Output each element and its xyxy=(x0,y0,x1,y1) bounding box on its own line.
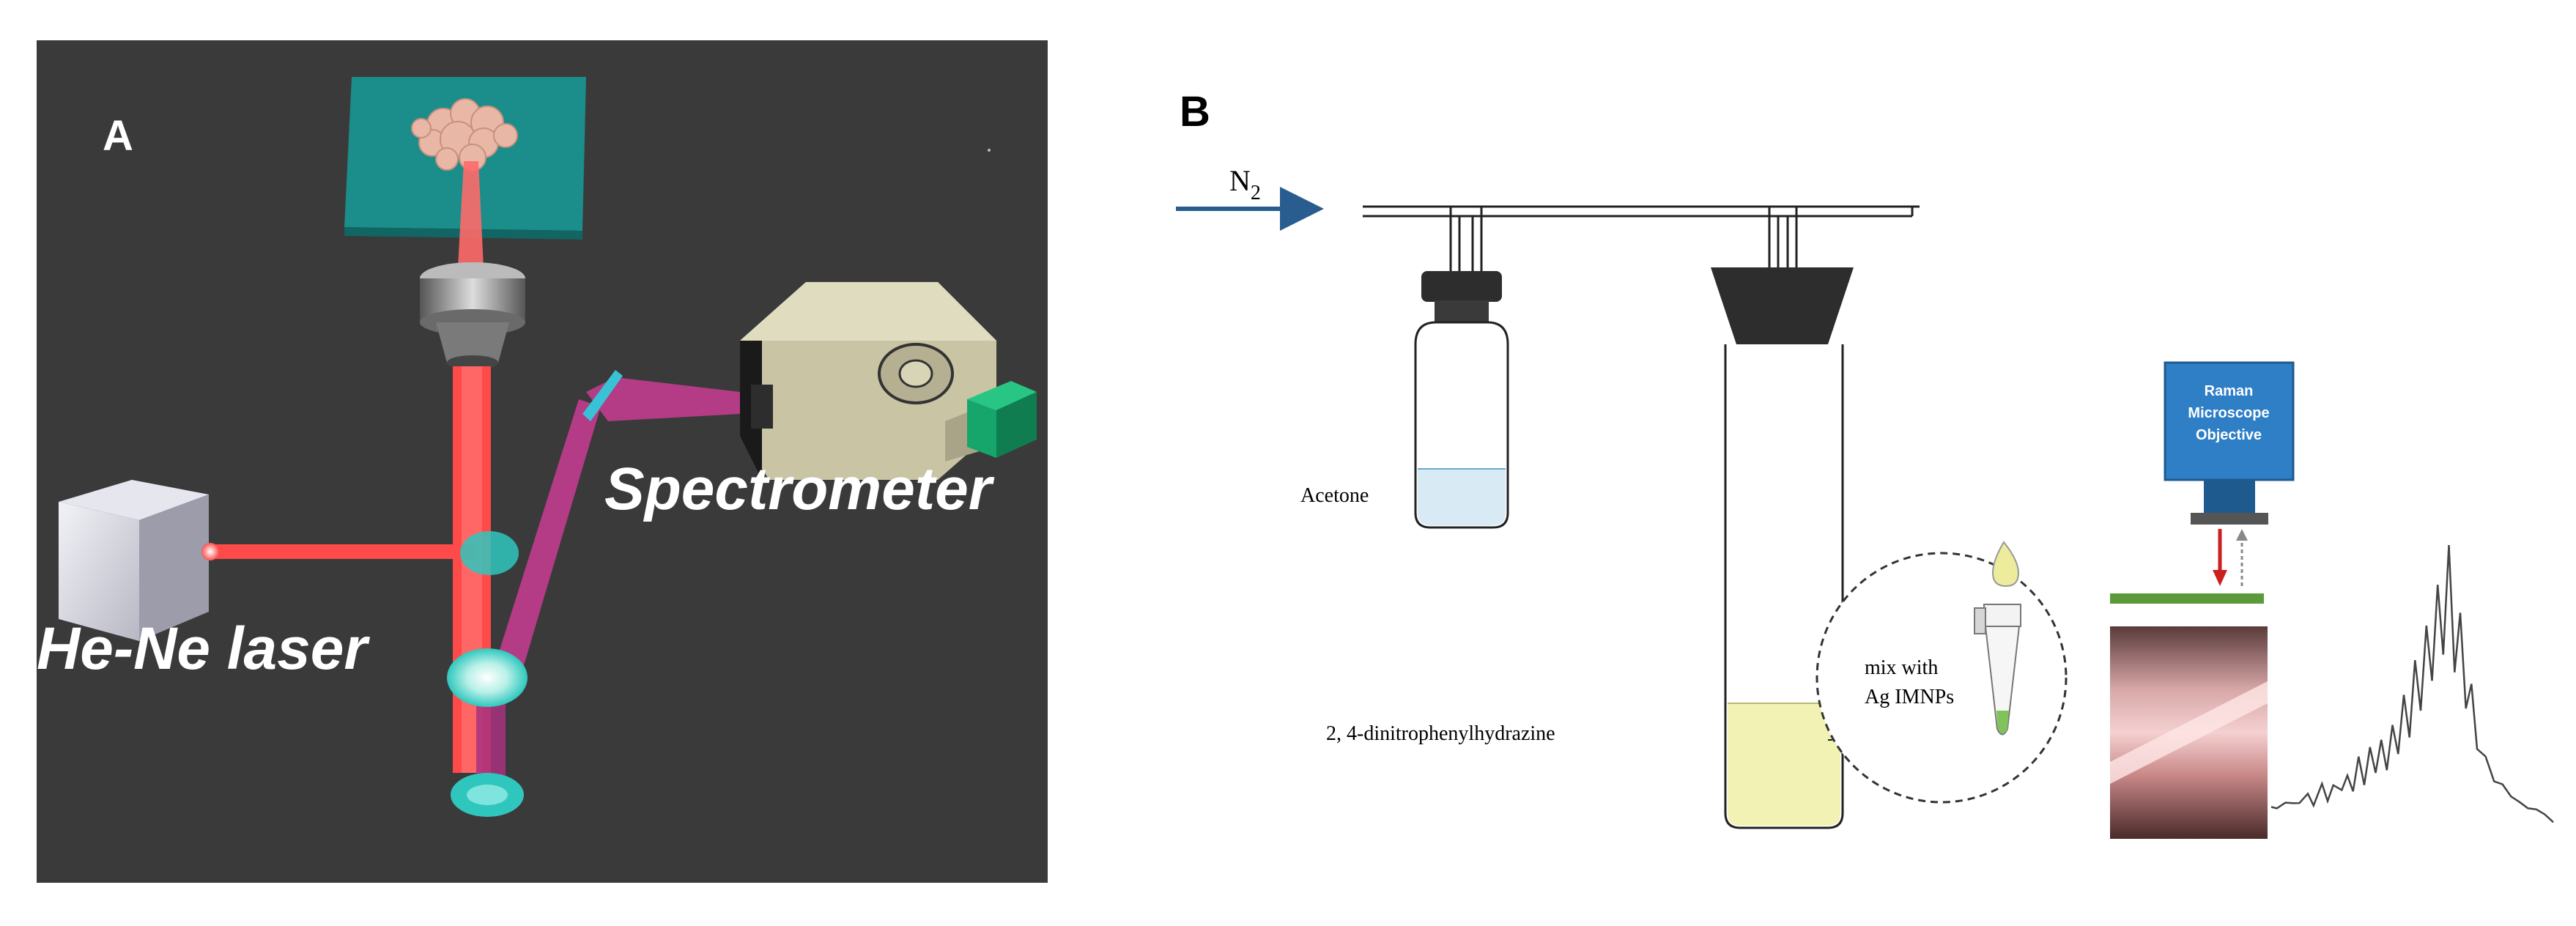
spectrometer-label: Spectrometer xyxy=(604,456,995,522)
spectrometer-body xyxy=(740,282,996,480)
sample-cluster xyxy=(411,98,518,171)
zoom-inset-circle xyxy=(1816,552,2068,804)
mirror xyxy=(582,370,623,421)
scattered-beam-diagonal xyxy=(491,399,601,678)
laser-beam-horizontal xyxy=(205,544,476,559)
panel-b-illustration: B N2 Acetone xyxy=(1176,88,2554,839)
detector-box xyxy=(967,381,1037,458)
focused-beam xyxy=(458,161,484,267)
objective-lens xyxy=(420,262,525,370)
objective-line3: Objective xyxy=(2196,427,2262,443)
reagent-tube xyxy=(1711,267,1854,829)
reagent-label: 2, 4-dinitrophenylhydrazine xyxy=(1326,722,1555,745)
panel-b-gas-sampling-setup: B N2 Acetone xyxy=(1143,81,2564,842)
scattered-beam-to-spectrometer xyxy=(586,377,740,421)
microtube-icon xyxy=(1974,604,2021,736)
acetone-bottle xyxy=(1414,271,1509,529)
laser-label: He-Ne laser xyxy=(37,615,370,682)
mix-label-line2: Ag IMNPs xyxy=(1865,686,1954,708)
objective-line2: Microscope xyxy=(2188,405,2269,421)
gas-label: N2 xyxy=(1229,164,1261,204)
raman-objective xyxy=(2164,361,2295,525)
objective-line1: Raman xyxy=(2205,383,2254,399)
he-ne-laser-cube xyxy=(59,480,209,641)
droplet-icon xyxy=(1991,541,2020,588)
raman-spectrum xyxy=(2270,545,2554,823)
filter-optic xyxy=(447,648,528,707)
mix-label-line1: mix with xyxy=(1865,656,1938,679)
beam-splitter xyxy=(460,531,519,575)
panel-b-letter: B xyxy=(1180,88,1210,136)
panel-a-letter: A xyxy=(103,112,133,160)
sers-substrate xyxy=(2110,593,2264,604)
panel-a-illustration: A He-Ne laser Spectrometer xyxy=(37,40,1048,883)
acetone-label: Acetone xyxy=(1300,484,1369,507)
gas-tubing xyxy=(1363,205,1914,218)
panel-a-raman-setup: A He-Ne laser Spectrometer xyxy=(37,40,1048,883)
